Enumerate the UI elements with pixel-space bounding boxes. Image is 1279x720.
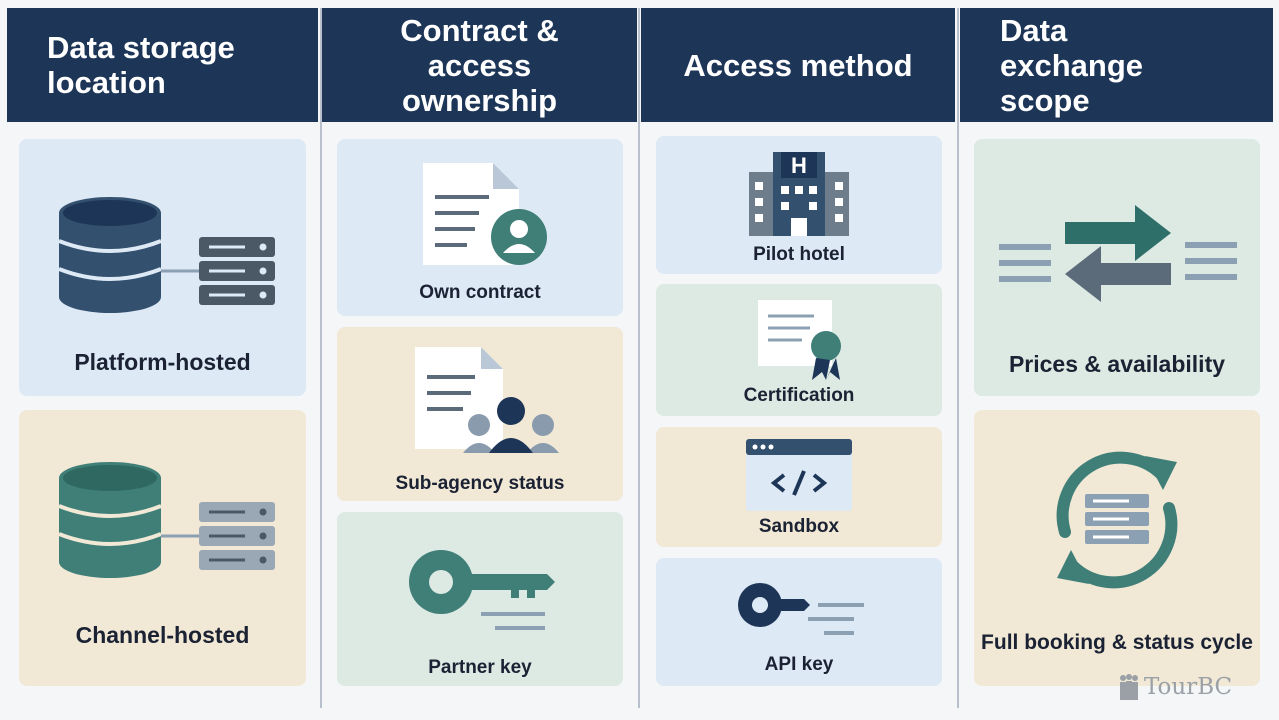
card-partner-key: Partner key — [337, 512, 623, 686]
key-icon — [409, 550, 555, 630]
card-label: Prices & availability — [1008, 351, 1226, 377]
card-label: Sub-agency status — [395, 473, 565, 494]
brand-name: TourBC — [1144, 674, 1233, 700]
card-own-contract: Own contract — [337, 139, 623, 316]
column-divider — [320, 8, 322, 708]
certificate-icon — [758, 300, 841, 380]
column-header: Contract & access ownership — [322, 8, 637, 122]
card-full-booking: Full booking & status cycle — [974, 410, 1260, 686]
exchange-arrows-icon — [999, 205, 1237, 302]
column-divider — [957, 8, 959, 708]
svg-text:H: H — [791, 153, 807, 178]
column-access-method: Access method H Pilot hotel — [641, 8, 955, 720]
card-label: Own contract — [419, 282, 541, 303]
card-label: Full booking & status cycle — [981, 631, 1253, 654]
document-group-icon — [415, 347, 559, 453]
card-label: Certification — [743, 385, 855, 406]
column-data-storage: Data storage location Platform-hosted — [7, 8, 318, 720]
api-key-icon — [738, 583, 864, 635]
contract-person-icon — [423, 163, 547, 265]
card-label: Sandbox — [758, 516, 840, 537]
sync-cycle-icon — [1056, 451, 1178, 589]
people-logo-icon — [1120, 674, 1138, 700]
column-header: Data exchange scope — [960, 8, 1273, 122]
card-label: API key — [764, 654, 834, 675]
column-header: Access method — [641, 8, 955, 122]
card-platform-hosted: Platform-hosted — [19, 139, 306, 396]
column-exchange-scope: Data exchange scope Prices & availabilit… — [960, 8, 1273, 720]
hotel-icon: H — [749, 152, 849, 236]
card-label: Partner key — [428, 657, 532, 678]
code-window-icon — [746, 439, 852, 511]
database-server-icon — [59, 197, 275, 313]
database-server-icon — [59, 462, 275, 578]
brand-watermark: TourBC — [1118, 674, 1232, 700]
column-header: Data storage location — [7, 8, 318, 122]
card-label: Platform-hosted — [74, 349, 251, 375]
column-contract-ownership: Contract & access ownership Own contract — [322, 8, 637, 720]
column-divider — [638, 8, 640, 708]
card-label: Pilot hotel — [753, 244, 845, 265]
card-pilot-hotel: H Pilot hotel — [656, 136, 942, 274]
card-certification: Certification — [656, 284, 942, 416]
card-prices-availability: Prices & availability — [974, 139, 1260, 396]
card-sandbox: Sandbox — [656, 427, 942, 547]
card-channel-hosted: Channel-hosted — [19, 410, 306, 686]
card-api-key: API key — [656, 558, 942, 686]
card-sub-agency: Sub-agency status — [337, 327, 623, 501]
card-label: Channel-hosted — [75, 622, 250, 648]
